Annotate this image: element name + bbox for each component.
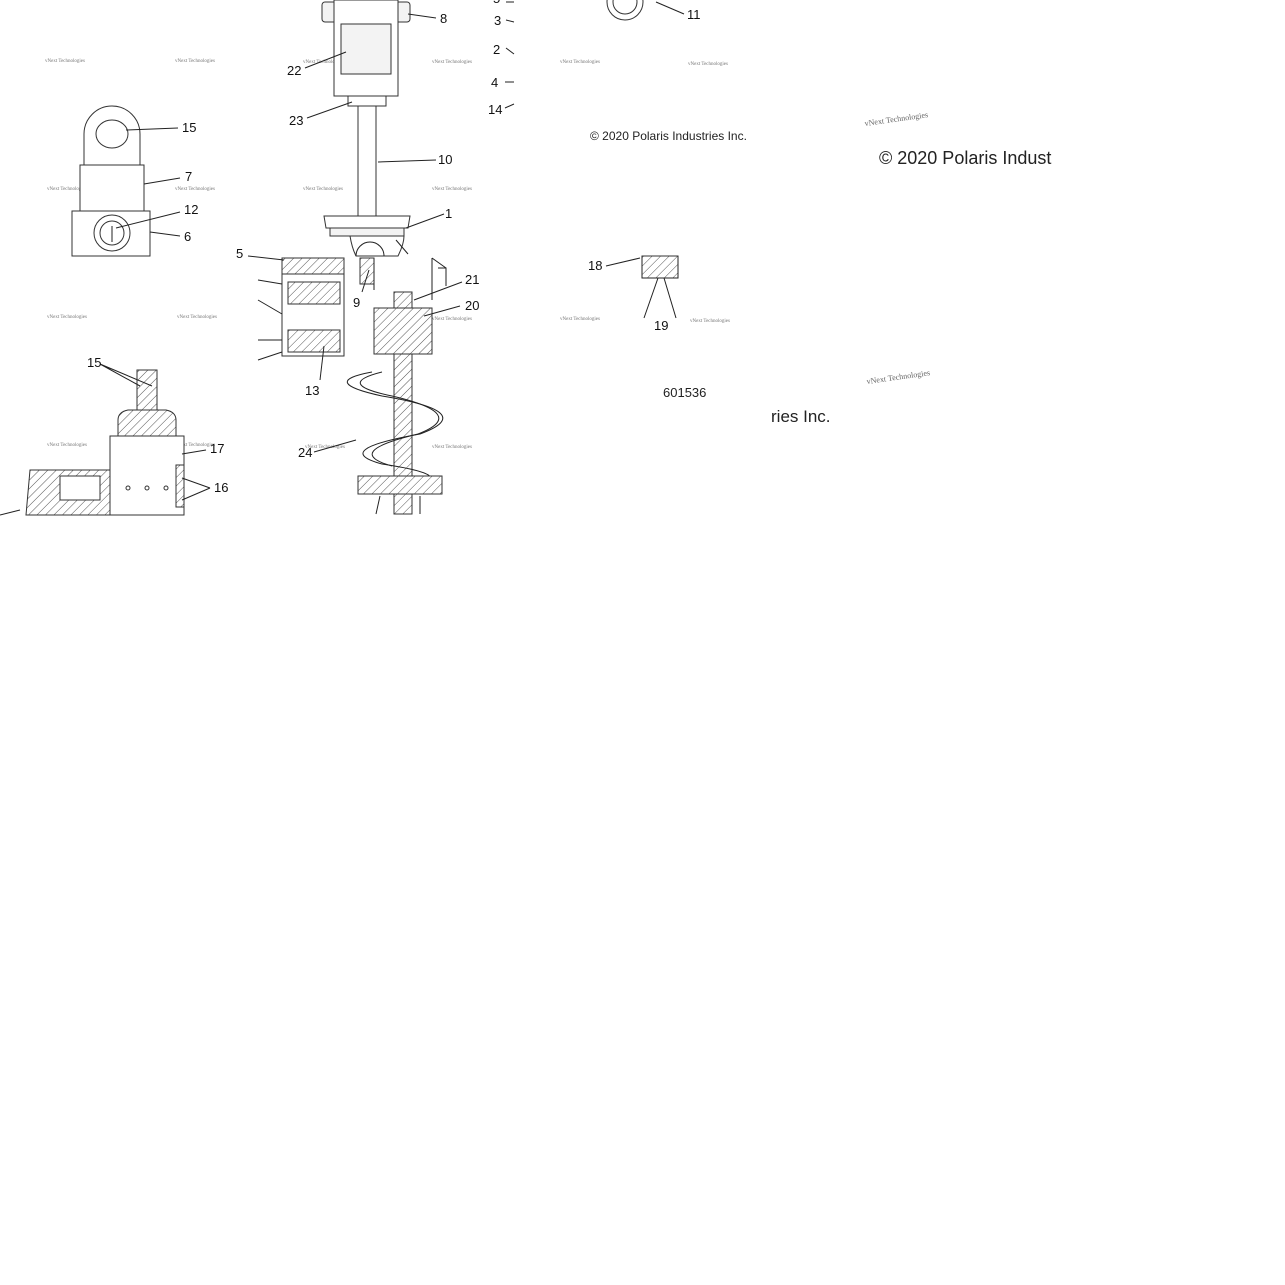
callout-9: 9 bbox=[353, 295, 360, 310]
callout-15: 15 bbox=[182, 120, 196, 135]
callout-5-top: 5 bbox=[493, 0, 500, 6]
callout-14: 14 bbox=[488, 102, 502, 117]
watermark-text: vNext Technologies bbox=[175, 443, 215, 448]
callout-11: 11 bbox=[687, 7, 701, 22]
callout-15-lower: 15 bbox=[87, 355, 101, 370]
watermarks: vNext Technologies vNext Technologies vN… bbox=[45, 59, 931, 450]
piston-section bbox=[257, 257, 375, 361]
callout-13: 13 bbox=[305, 383, 319, 398]
shaft-spring-section bbox=[347, 257, 447, 515]
leader-lines bbox=[99, 1, 685, 501]
watermark-text: vNext Technologies bbox=[45, 59, 85, 64]
callout-19: 19 bbox=[654, 318, 668, 333]
copyright-large: © 2020 Polaris Indust bbox=[879, 148, 1051, 168]
callout-4: 4 bbox=[491, 75, 498, 90]
watermark-text: vNext Technologies bbox=[305, 445, 345, 450]
eyelet-assembly bbox=[71, 105, 151, 257]
callout-8: 8 bbox=[440, 11, 447, 26]
watermark-text: vNext Technologies bbox=[432, 445, 472, 450]
watermark-text: vNext Technologies bbox=[177, 315, 217, 320]
shock-body-upper bbox=[321, 0, 411, 257]
watermark-text: vNext Technologies bbox=[47, 315, 87, 320]
watermark-text: vNext Technologies bbox=[432, 60, 472, 65]
callout-21: 21 bbox=[465, 272, 479, 287]
callout-12: 12 bbox=[184, 202, 198, 217]
callout-6: 6 bbox=[184, 229, 191, 244]
watermark-text: vNext Technologies bbox=[690, 319, 730, 324]
callout-3: 3 bbox=[494, 13, 501, 28]
callout-18: 18 bbox=[588, 258, 602, 273]
callout-24: 24 bbox=[298, 445, 312, 460]
callout-22: 22 bbox=[287, 63, 301, 78]
watermark-text: vNext Technologies bbox=[175, 59, 215, 64]
watermark-text: vNext Technologies bbox=[303, 187, 343, 192]
watermark-text: vNext Technologies bbox=[432, 187, 472, 192]
callout-10: 10 bbox=[438, 152, 452, 167]
watermark-text: vNext Technologies bbox=[303, 60, 343, 65]
callout-2: 2 bbox=[493, 42, 500, 57]
watermark-text: vNext Technologies bbox=[432, 317, 472, 322]
watermark-text: vNext Technologies bbox=[47, 187, 87, 192]
watermark-text: vNext Technologies bbox=[688, 62, 728, 67]
watermark-text: vNext Technologies bbox=[47, 443, 87, 448]
diagram-number: 601536 bbox=[663, 385, 706, 400]
watermark-text: vNext Technologies bbox=[560, 60, 600, 65]
watermark-text: vNext Technologies bbox=[864, 110, 929, 128]
callout-20: 20 bbox=[465, 298, 479, 313]
callout-5: 5 bbox=[236, 246, 243, 261]
reservoir-section bbox=[0, 369, 185, 516]
watermark-text: vNext Technologies bbox=[560, 317, 600, 322]
copyright-small: © 2020 Polaris Industries Inc. bbox=[590, 129, 747, 143]
callout-labels: 8 5 3 2 4 14 22 23 10 1 15 7 12 6 5 9 13… bbox=[87, 0, 701, 495]
watermark-text: vNext Technologies bbox=[866, 368, 931, 386]
small-parts bbox=[606, 0, 679, 319]
callout-7: 7 bbox=[185, 169, 192, 184]
callout-1: 1 bbox=[445, 206, 452, 221]
watermark-text: vNext Technologies bbox=[175, 187, 215, 192]
callout-17: 17 bbox=[210, 441, 224, 456]
callout-16: 16 bbox=[214, 480, 228, 495]
copyright-fragment: ries Inc. bbox=[771, 407, 831, 426]
callout-23: 23 bbox=[289, 113, 303, 128]
